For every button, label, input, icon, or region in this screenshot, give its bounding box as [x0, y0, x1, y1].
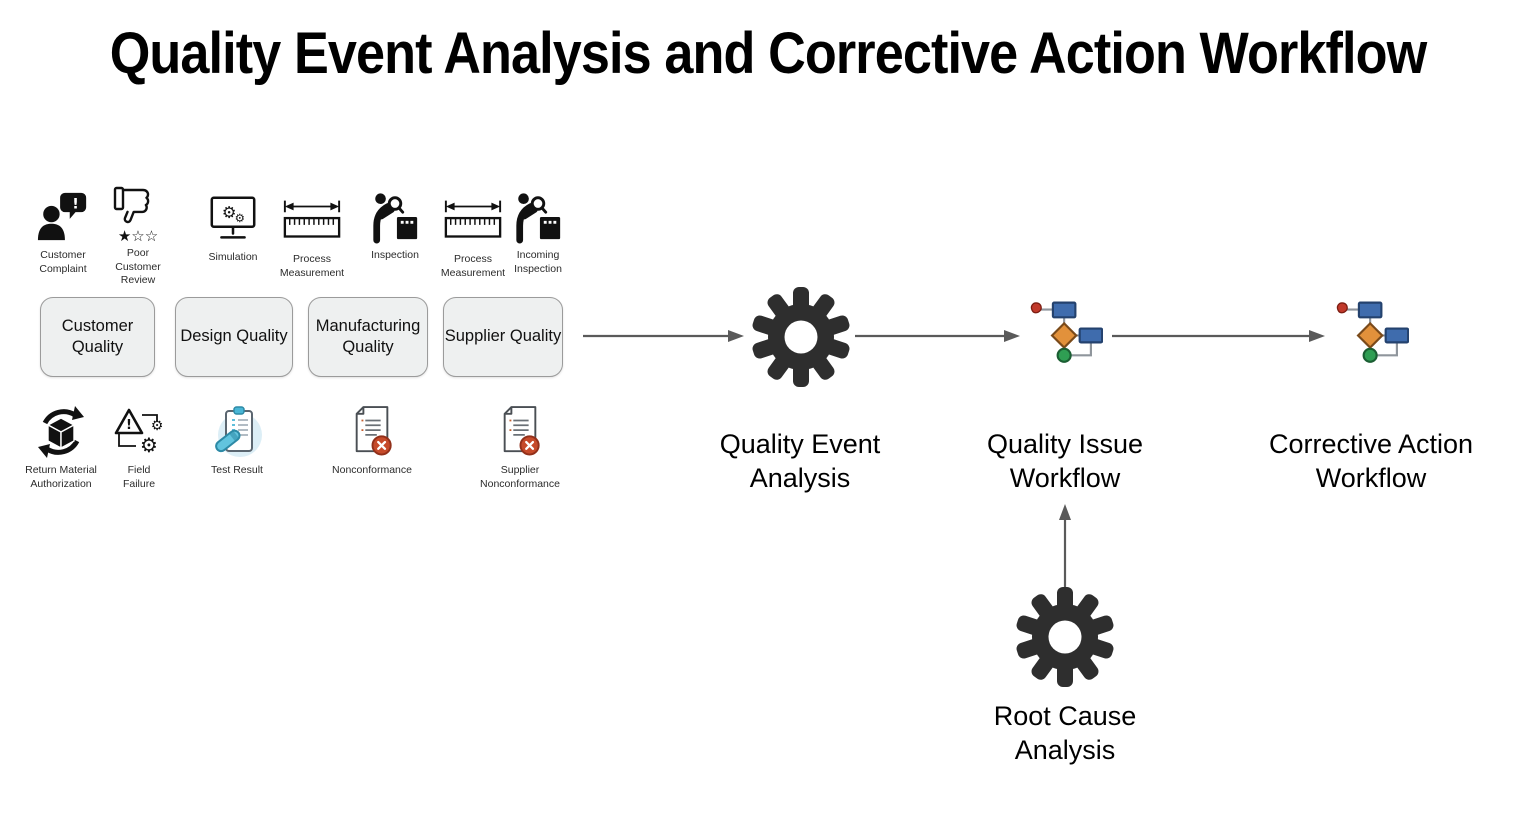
root-cause-analysis-label: Root Cause Analysis: [993, 701, 1137, 766]
svg-text:⚙: ⚙: [140, 433, 158, 457]
source-item-process-measurement-1: Process Measurement: [273, 192, 351, 280]
icon-label: Simulation: [208, 251, 258, 263]
simulation-icon: ⚙ ⚙: [206, 190, 260, 248]
icon-label: Nonconformance: [332, 464, 412, 476]
source-item-simulation: ⚙ ⚙ Simulation: [206, 190, 260, 265]
return-material-icon: [33, 403, 89, 461]
source-item-process-measurement-2: Process Measurement: [434, 192, 512, 280]
corrective-action-workflow-label: Corrective Action Workflow: [1268, 429, 1474, 494]
icon-label: Incoming Inspection: [514, 249, 562, 275]
quality-box-design: Design Quality: [175, 297, 293, 377]
quality-box-manufacturing: Manufacturing Quality: [308, 297, 428, 377]
quality-event-analysis-label: Quality Event Analysis: [719, 429, 881, 494]
arrow-qea-to-quality-issue-workflow: [855, 330, 1020, 342]
icon-label: Return Material Authorization: [25, 464, 97, 490]
source-item-nonconformance: Nonconformance: [332, 403, 412, 478]
workflow-icon: [1030, 301, 1103, 363]
icon-label: Customer Complaint: [39, 249, 87, 275]
process-measurement-icon: [281, 192, 343, 250]
poor-review-icon: ★☆☆: [110, 186, 166, 245]
icon-label: Field Failure: [122, 464, 156, 490]
arrow-qiw-to-corrective-action-workflow: [1112, 330, 1325, 342]
customer-complaint-icon: !: [36, 188, 90, 246]
source-item-customer-complaint: ! Customer Complaint: [32, 188, 94, 276]
svg-text:!: !: [72, 196, 79, 212]
icon-label: Supplier Nonconformance: [480, 464, 560, 490]
quality-issue-workflow-label: Quality Issue Workflow: [986, 429, 1144, 494]
quality-box-customer: Customer Quality: [40, 297, 155, 377]
svg-text:⚙: ⚙: [151, 418, 164, 434]
gear-icon: [1016, 587, 1114, 687]
svg-text:★☆☆: ★☆☆: [118, 227, 158, 245]
process-measurement-icon: [442, 192, 504, 250]
source-item-poor-customer-review: ★☆☆ Poor Customer Review: [108, 186, 168, 288]
icon-label: Inspection: [371, 249, 419, 261]
field-failure-icon: ! ⚙ ⚙: [112, 403, 166, 461]
icon-label: Process Measurement: [440, 253, 506, 279]
svg-text:!: !: [126, 418, 132, 433]
svg-text:⚙: ⚙: [222, 203, 237, 222]
source-item-inspection: Inspection: [369, 188, 421, 263]
arrow-root-cause-to-quality-issue-workflow: [1059, 504, 1071, 588]
svg-text:⚙: ⚙: [235, 211, 245, 225]
nonconformance-icon: [349, 403, 395, 461]
arrow-sources-to-quality-event-analysis: [583, 330, 744, 342]
quality-box-supplier: Supplier Quality: [443, 297, 563, 377]
source-item-field-failure: ! ⚙ ⚙ Field Failure: [112, 403, 166, 491]
icon-label: Test Result: [211, 464, 263, 476]
workflow-icon: [1336, 301, 1409, 363]
inspection-icon: [369, 188, 421, 246]
source-item-supplier-nonconformance: Supplier Nonconformance: [472, 403, 568, 491]
source-item-incoming-inspection: Incoming Inspection: [506, 188, 570, 276]
page-title: Quality Event Analysis and Corrective Ac…: [109, 21, 1427, 86]
supplier-nonconformance-icon: [497, 403, 543, 461]
source-item-test-result: Test Result: [209, 403, 265, 478]
source-item-return-material: Return Material Authorization: [25, 403, 97, 491]
icon-label: Process Measurement: [279, 253, 345, 279]
icon-label: Poor Customer Review: [115, 247, 161, 287]
test-result-icon: [209, 403, 265, 461]
incoming-inspection-icon: [512, 188, 564, 246]
gear-icon: [752, 287, 850, 387]
